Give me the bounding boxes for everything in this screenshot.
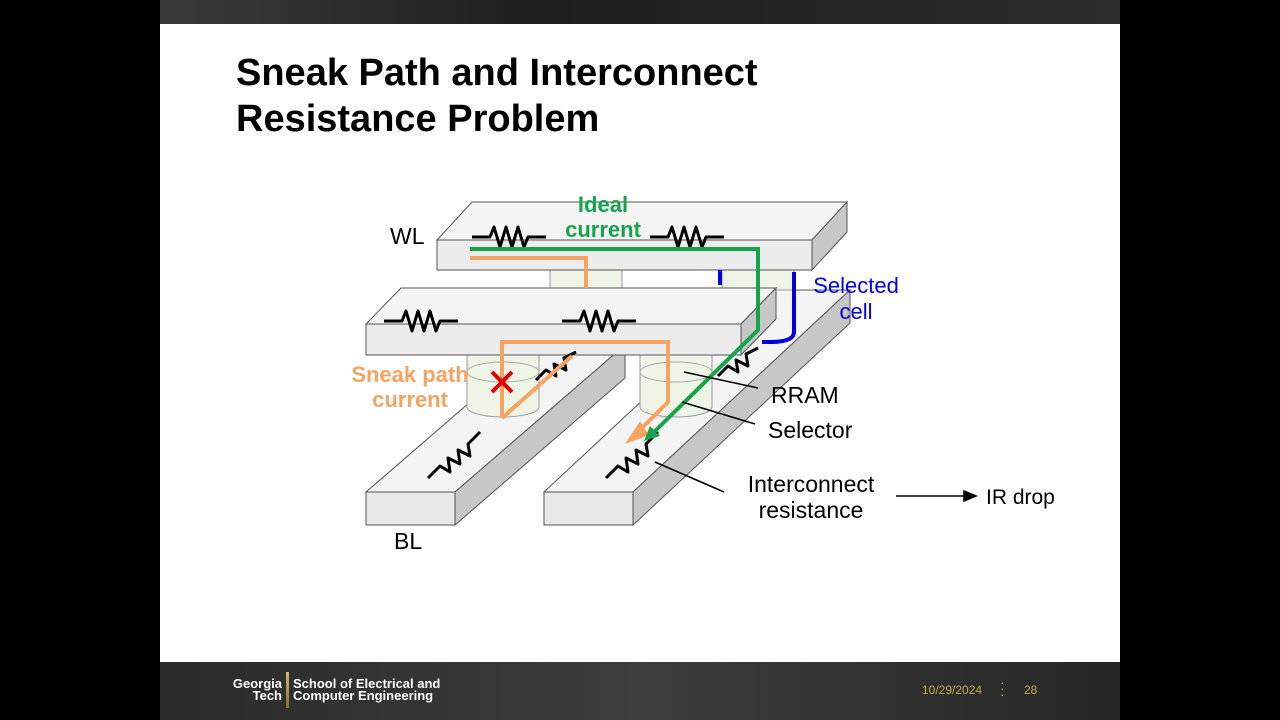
- resistors: [384, 225, 759, 480]
- ideal-current-label-1: Ideal: [578, 192, 628, 217]
- resistor-icon: [604, 430, 660, 480]
- resistor-icon: [426, 430, 482, 480]
- resistor-icon: [650, 225, 724, 249]
- page-number: 28: [1024, 683, 1038, 697]
- footer-date: 10/29/2024: [922, 683, 983, 697]
- slide-footer: Georgia Tech School of Electrical and Co…: [160, 662, 1120, 720]
- school-line-2: Computer Engineering: [293, 688, 434, 703]
- bit-line-left: [364, 343, 627, 527]
- selected-cell-bracket: [718, 270, 796, 344]
- resistor-icon: [384, 309, 458, 333]
- resistor-icon: [716, 346, 759, 378]
- ideal-current: [470, 247, 760, 441]
- leader-lines: [654, 371, 978, 503]
- window-top-bar: [160, 0, 1120, 24]
- sneak-path-label-2: current: [372, 387, 448, 412]
- logo-line-2: Tech: [252, 688, 282, 703]
- wl-label: WL: [390, 223, 425, 249]
- logo-divider: [286, 672, 289, 708]
- ir-drop-label: IR drop: [986, 486, 1055, 509]
- interconnect-label-2: resistance: [759, 497, 864, 523]
- cell-front-right: [639, 351, 713, 418]
- logo-line-1: Georgia: [232, 676, 282, 691]
- resistor-icon: [472, 225, 546, 249]
- title-line-1: Sneak Path and Interconnect: [236, 52, 758, 94]
- school-name: School of Electrical and Computer Engine…: [293, 676, 441, 703]
- crossbar-diagram: WL BL Ideal current Selected cell Sneak …: [351, 192, 1055, 554]
- word-line-front: [364, 286, 778, 357]
- selected-cell-label-1: Selected: [813, 273, 899, 298]
- title-line-2: Resistance Problem: [236, 98, 600, 140]
- bl-label: BL: [394, 528, 422, 554]
- sneak-path-label-1: Sneak path: [351, 362, 468, 387]
- word-line-back: [435, 200, 849, 272]
- sneak-path-current: [470, 256, 670, 445]
- rram-label: RRAM: [771, 382, 839, 408]
- logo-wordmark: Georgia Tech: [220, 676, 282, 703]
- resistor-icon: [562, 309, 636, 333]
- slide-title: Sneak Path and Interconnect Resistance P…: [236, 50, 758, 142]
- slide: Sneak Path and Interconnect Resistance P…: [160, 24, 1120, 662]
- georgia-tech-logo: Georgia Tech School of Electrical and Co…: [220, 670, 440, 710]
- selector-label: Selector: [768, 417, 853, 443]
- ideal-current-label-2: current: [565, 217, 641, 242]
- resistor-icon: [534, 350, 577, 382]
- school-line-1: School of Electrical and: [293, 676, 441, 691]
- interconnect-label-1: Interconnect: [748, 471, 875, 497]
- sneak-block-cross-icon: [490, 370, 514, 394]
- footer-separator-icon: ···: [1000, 674, 1005, 702]
- selected-cell-label-2: cell: [839, 299, 872, 324]
